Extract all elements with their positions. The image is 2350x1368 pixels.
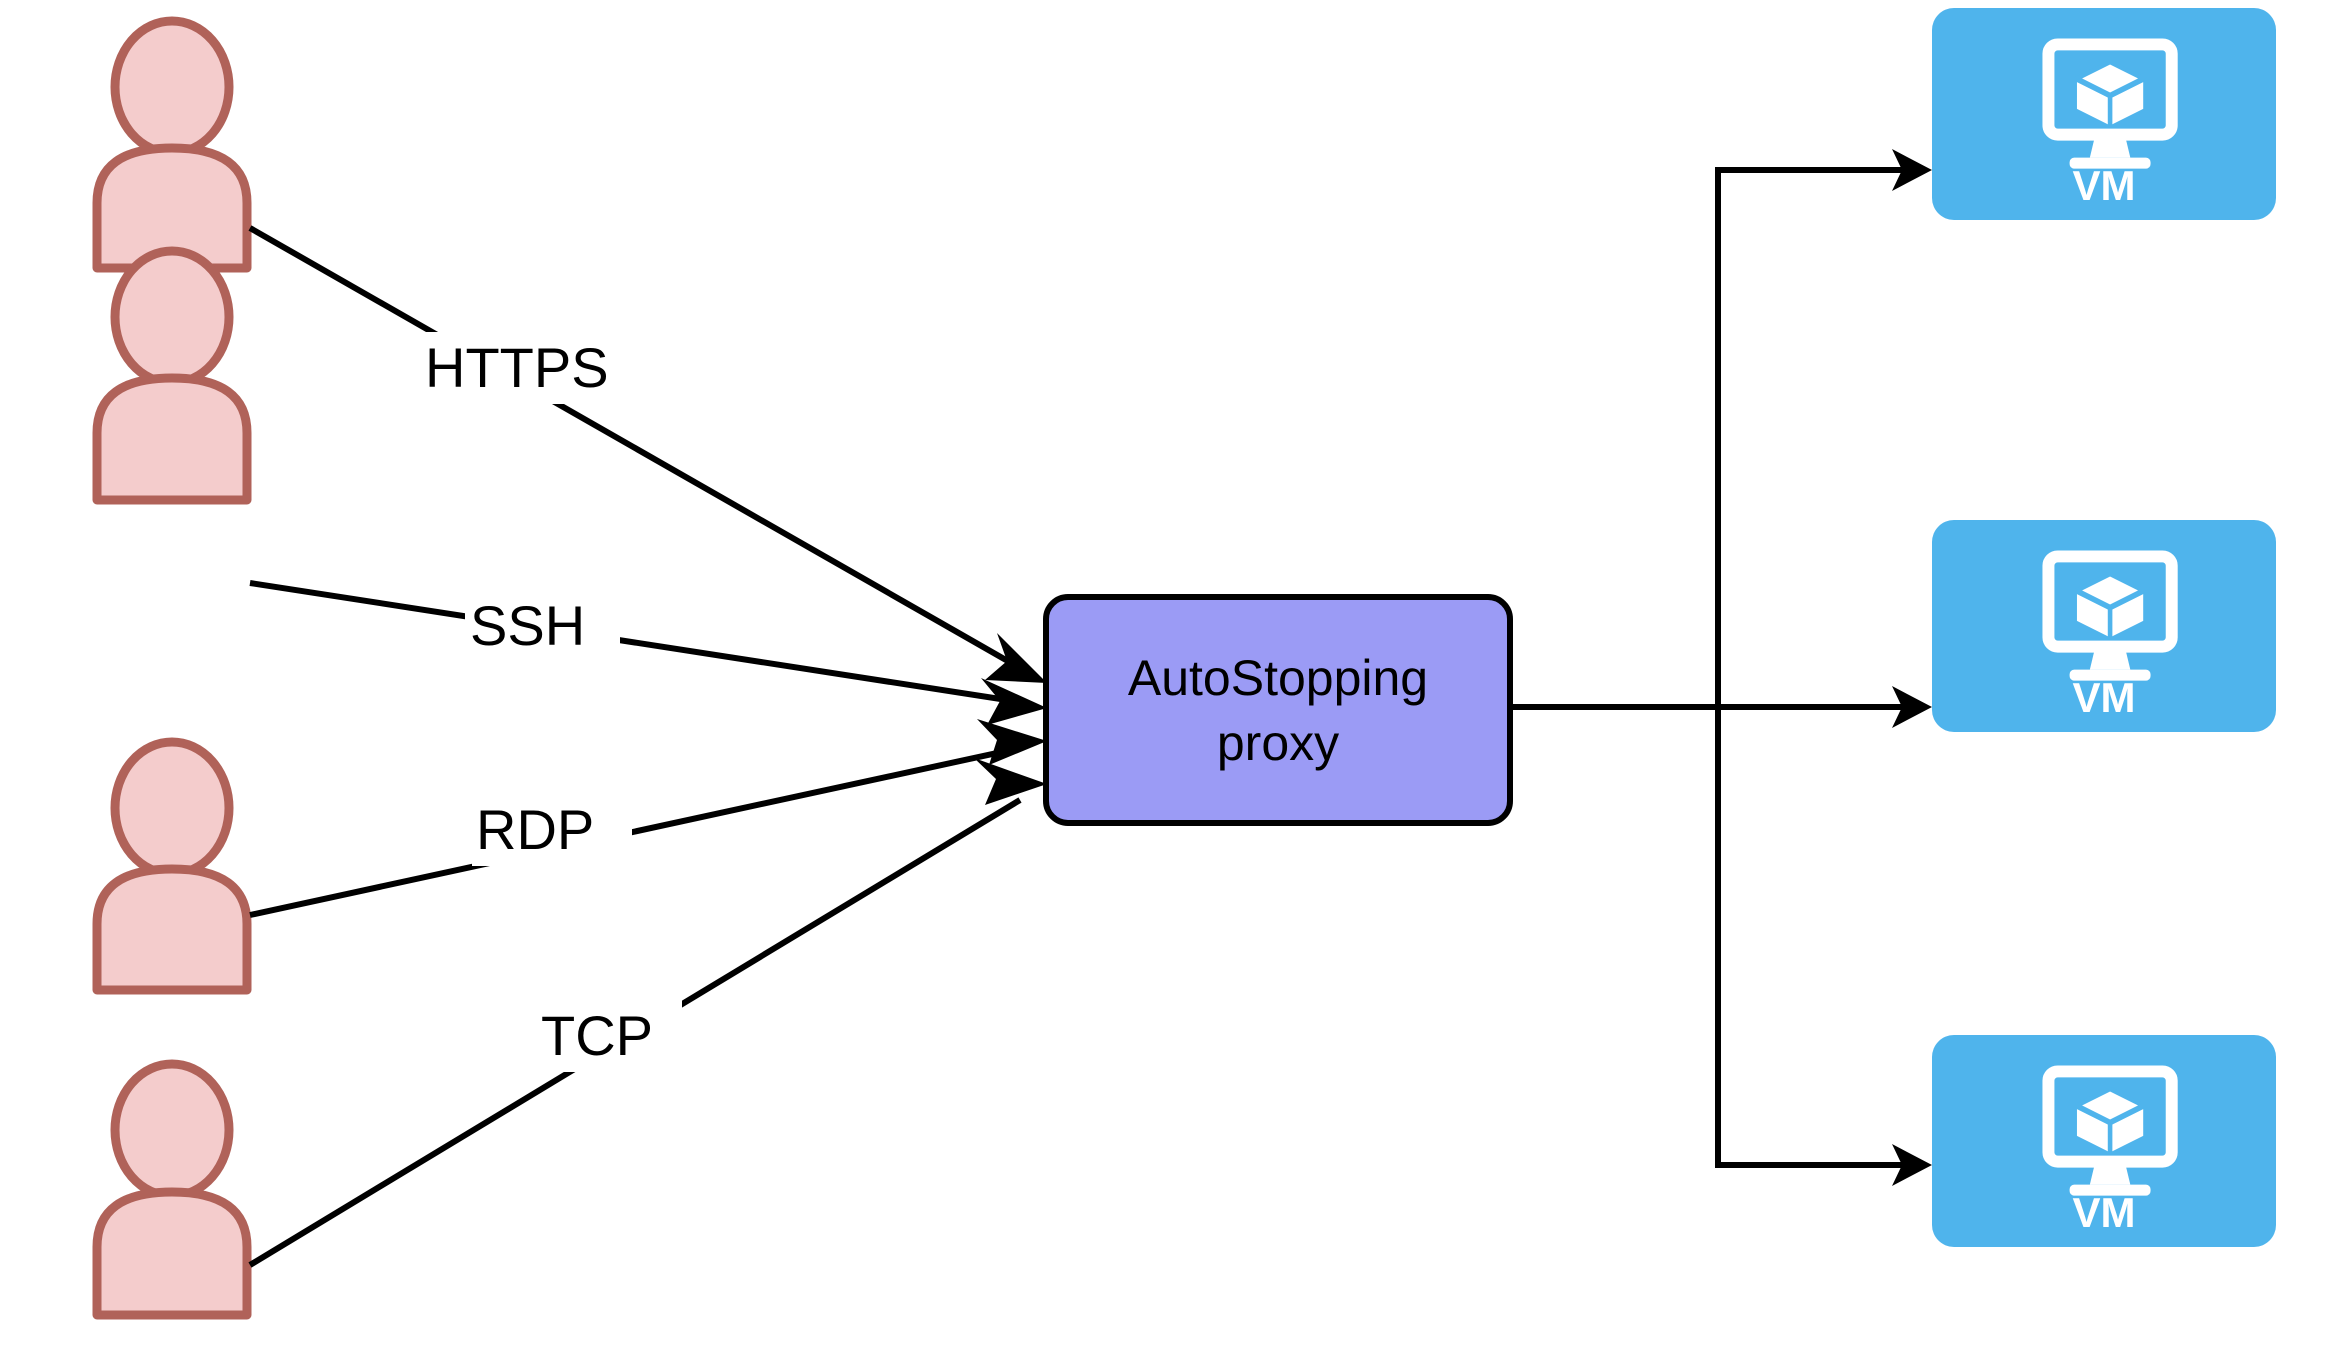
label-bg-rdp	[472, 794, 632, 866]
label-bg-ssh	[465, 590, 620, 662]
virtual-machine-icon-3	[2042, 1065, 2178, 1196]
edge-rdp-arrowhead	[977, 719, 1047, 765]
person-icon-head-4	[110, 1059, 234, 1201]
edge-tcp-arrowhead	[974, 758, 1047, 805]
actor-user-1[interactable]	[92, 16, 252, 273]
person-icon-head-3	[110, 737, 234, 879]
person-icon-body-2	[92, 373, 252, 505]
edge-label-ssh: SSH	[470, 594, 585, 657]
vm-node-3[interactable]: VM	[1932, 1035, 2276, 1247]
person-icon-head-2	[110, 246, 234, 388]
edge-https	[248, 225, 1047, 683]
edge-https-line	[248, 225, 1022, 671]
person-icon-body-3	[92, 864, 252, 995]
edge-label-rdp: RDP	[476, 798, 594, 861]
autostopping-proxy-node[interactable]: AutoStopping proxy	[1043, 594, 1513, 826]
person-icon-head-1	[110, 16, 234, 158]
edge-https-arrowhead	[985, 633, 1047, 683]
vm-label-2: VM	[2073, 674, 2136, 721]
virtual-machine-icon-1	[2042, 38, 2178, 169]
branch-arrowhead-vm-1	[1892, 149, 1932, 191]
branch-arrowhead-vm-3	[1892, 1144, 1932, 1186]
actor-user-4[interactable]	[92, 1059, 252, 1320]
vm-node-1[interactable]: VM	[1932, 8, 2276, 220]
proxy-label-line2: proxy	[1217, 715, 1339, 771]
actor-user-3[interactable]	[92, 737, 252, 995]
person-icon-body-1	[92, 143, 252, 273]
edge-ssh-line	[249, 580, 1021, 705]
edge-ssh-arrowhead	[981, 678, 1047, 725]
vm-node-2[interactable]: VM	[1932, 520, 2276, 732]
proxy-label-line1: AutoStopping	[1128, 650, 1428, 706]
person-icon-body-4	[92, 1187, 252, 1320]
vm-label-1: VM	[2073, 162, 2136, 209]
edge-label-https: HTTPS	[425, 336, 609, 399]
edge-rdp	[249, 719, 1047, 918]
virtual-machine-icon-2	[2042, 550, 2178, 681]
actor-user-2[interactable]	[92, 246, 252, 505]
proxy-box-rect	[1043, 594, 1513, 826]
edge-rdp-line	[249, 745, 1021, 918]
vm-label-3: VM	[2073, 1189, 2136, 1236]
label-bg-tcp	[537, 1000, 682, 1072]
branch-arrowhead-vm-2	[1892, 686, 1932, 728]
edge-ssh	[249, 580, 1047, 725]
label-bg-https	[420, 332, 635, 404]
edge-label-tcp: TCP	[541, 1004, 653, 1067]
edge-proxy-to-vms	[1510, 149, 1932, 1186]
